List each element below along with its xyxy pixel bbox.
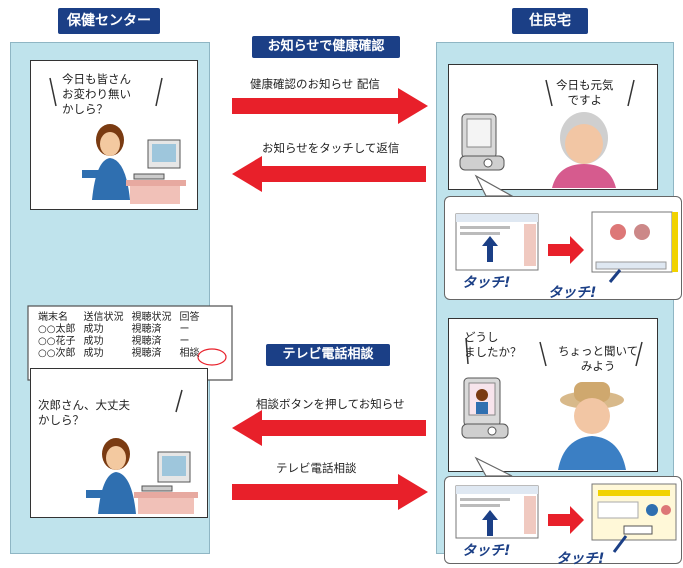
screen-card-2-art [455,483,677,553]
elder-illustration-bottom [461,337,643,470]
status-header-row: 端末名 送信状況 視聴状況 回答 [34,312,203,324]
arrow-label-2: お知らせをタッチして返信 [262,141,400,155]
staff-illustration-top [49,77,186,204]
table-row: ○○次郎 成功 視聴済 相談 [38,348,200,359]
arrow-label-4: テレビ電話相談 [276,461,357,475]
arrow-label-3: 相談ボタンを押してお知らせ [256,397,405,411]
status-header: 視聴状況 [131,312,172,323]
arrow-label-1: 健康確認のお知らせ 配信 [250,77,380,91]
status-table: 端末名 送信状況 視聴状況 回答 ○○太郎 成功 視聴済 ー ○○花子 成功 視… [34,312,203,360]
status-header: 送信状況 [83,312,124,323]
speech-staff-1: 今日も皆さん お変わり無い かしら？ [62,72,131,116]
touch-label-2: タッチ! [548,285,597,301]
banner-video-consult: テレビ電話相談 [266,344,390,366]
touch-label-1: タッチ! [462,275,511,291]
banner-health-check: お知らせで健康確認 [252,36,400,58]
right-header: 住民宅 [512,8,588,34]
staff-illustration-bottom [86,389,198,514]
touch-label-4: タッチ! [556,551,605,567]
elder-illustration-top [459,79,635,188]
status-header: 端末名 [38,312,68,323]
arrow-right-1 [232,88,428,124]
table-row: ○○太郎 成功 視聴済 ー [38,324,190,335]
left-header: 保健センター [58,8,160,34]
speech-video-staff: どうし ましたか？ [464,330,522,359]
speech-elder-2: ちょっと聞いて みよう [558,344,639,373]
status-header: 回答 [179,312,200,323]
arrow-right-2 [232,474,428,510]
touch-label-3: タッチ! [462,543,511,559]
table-row: ○○花子 成功 視聴済 ー [38,336,190,347]
arrow-left-2 [232,410,426,446]
speech-elder-1: 今日も元気 ですよ [556,78,614,107]
speech-staff-2: 次郎さん、大丈夫 かしら？ [38,398,130,427]
screen-card-1-art [455,211,678,283]
arrow-left-1 [232,156,426,192]
